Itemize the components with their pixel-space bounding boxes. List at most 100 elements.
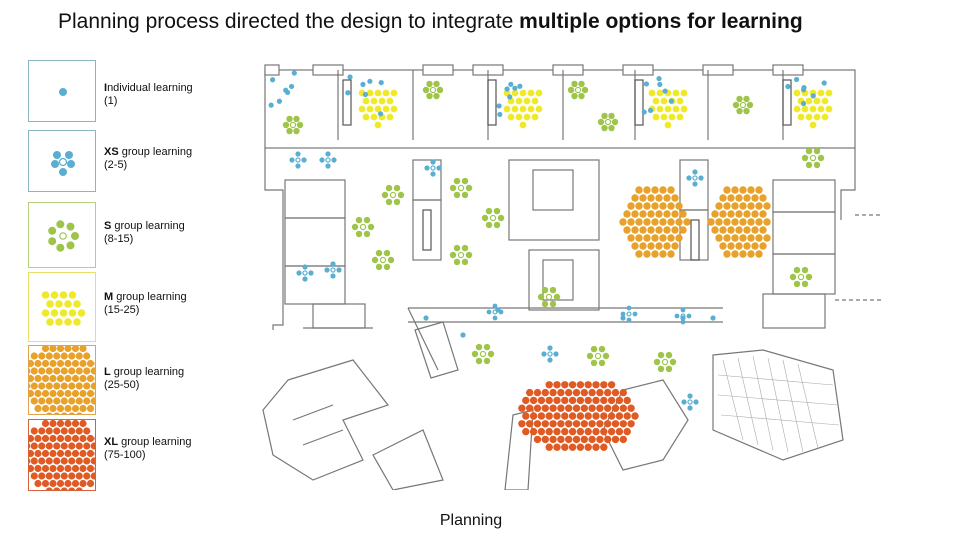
learner-dot xyxy=(568,381,577,389)
learner-dot xyxy=(541,435,549,444)
learner-dot xyxy=(627,404,635,412)
m-group-dots-icon xyxy=(41,291,86,326)
learner-dot xyxy=(55,318,63,326)
learner-dot xyxy=(731,250,739,258)
learner-dot xyxy=(71,389,80,398)
learner-dot xyxy=(668,98,674,104)
learner-dot xyxy=(592,427,600,436)
learner-dot xyxy=(483,343,491,351)
learner-dot xyxy=(49,434,57,443)
learner-dot xyxy=(588,435,596,444)
legend-label-xs: XS group learning(2-5) xyxy=(104,146,193,171)
learner-dot xyxy=(604,388,612,397)
learner-dot xyxy=(296,270,302,276)
learner-dot xyxy=(549,404,557,412)
learner-dot xyxy=(664,121,672,129)
learner-dot xyxy=(821,80,827,86)
learner-dot xyxy=(38,472,46,480)
learner-dot xyxy=(623,396,631,405)
learner-dot xyxy=(647,210,655,218)
learner-dot xyxy=(661,358,669,366)
learner-dot xyxy=(565,435,573,444)
learner-dot xyxy=(596,404,604,412)
learner-dot xyxy=(522,396,530,405)
learner-dot xyxy=(647,226,655,234)
learner-dot xyxy=(426,92,433,100)
learner-dot xyxy=(601,124,608,132)
learner-dot xyxy=(557,420,565,428)
learner-dot xyxy=(643,202,651,210)
learner-dot xyxy=(56,434,65,443)
learner-dot xyxy=(492,309,498,315)
learner-dot xyxy=(751,226,759,234)
learner-dot xyxy=(662,88,668,94)
learner-dot xyxy=(66,222,75,231)
learner-dot xyxy=(293,127,300,135)
learner-dot xyxy=(545,396,553,405)
learner-dot xyxy=(60,427,68,435)
learner-dot xyxy=(817,154,825,162)
learner-dot xyxy=(362,97,370,105)
learner-dot xyxy=(590,359,598,367)
learner-dot xyxy=(60,397,68,405)
learner-dot xyxy=(731,218,739,226)
learner-dot xyxy=(631,226,639,234)
learner-dot xyxy=(549,388,557,397)
learner-dot xyxy=(535,89,543,97)
learner-dot xyxy=(86,374,95,383)
learner-dot xyxy=(651,186,659,194)
learner-dot xyxy=(723,186,731,194)
learner-dot xyxy=(809,154,817,162)
learner-dot xyxy=(83,472,91,480)
learner-dot xyxy=(663,226,671,234)
learner-dot xyxy=(813,147,821,155)
learner-dot xyxy=(41,359,50,368)
learner-dot xyxy=(370,97,378,105)
learner-dot xyxy=(584,443,592,451)
learner-dot xyxy=(30,397,38,405)
learner-dot xyxy=(324,267,330,273)
learner-dot xyxy=(29,464,35,473)
learner-dot xyxy=(541,388,549,397)
learner-dot xyxy=(545,293,553,301)
learner-dot xyxy=(526,420,534,428)
learner-dot xyxy=(83,427,91,435)
learner-dot xyxy=(547,357,553,363)
learner-dot xyxy=(655,226,663,234)
learner-dot xyxy=(631,412,639,420)
learner-dot xyxy=(608,112,615,120)
learner-dot xyxy=(635,202,643,210)
learner-dot xyxy=(48,226,57,235)
learner-dot xyxy=(60,442,68,450)
learner-dot xyxy=(631,194,639,202)
learner-dot xyxy=(86,449,95,458)
learner-dot xyxy=(719,242,727,250)
learner-dot xyxy=(668,113,676,121)
learner-dot xyxy=(41,309,50,317)
learner-dot xyxy=(615,412,624,420)
floor-plan xyxy=(262,64,883,490)
learner-dot xyxy=(568,412,577,420)
learner-dot xyxy=(657,81,663,88)
learner-dot xyxy=(631,210,639,218)
learner-dot xyxy=(83,397,91,405)
learner-dot xyxy=(611,420,620,428)
learner-dot xyxy=(53,412,60,414)
learner-dot xyxy=(596,420,604,428)
learner-dot xyxy=(38,397,46,405)
learner-dot xyxy=(643,218,651,226)
learner-dot xyxy=(515,113,523,121)
learner-dot xyxy=(793,280,801,288)
learner-dot xyxy=(731,234,739,242)
learner-dot xyxy=(789,273,797,281)
learner-dot xyxy=(286,127,293,135)
learner-dot xyxy=(486,309,492,315)
learner-dot xyxy=(512,85,518,91)
learner-dot xyxy=(813,113,821,121)
learner-dot xyxy=(665,365,673,373)
learner-dot xyxy=(64,346,72,353)
learner-dot xyxy=(358,105,366,113)
learner-dot xyxy=(68,487,76,490)
learner-dot xyxy=(584,396,592,405)
learner-dot xyxy=(561,443,569,451)
